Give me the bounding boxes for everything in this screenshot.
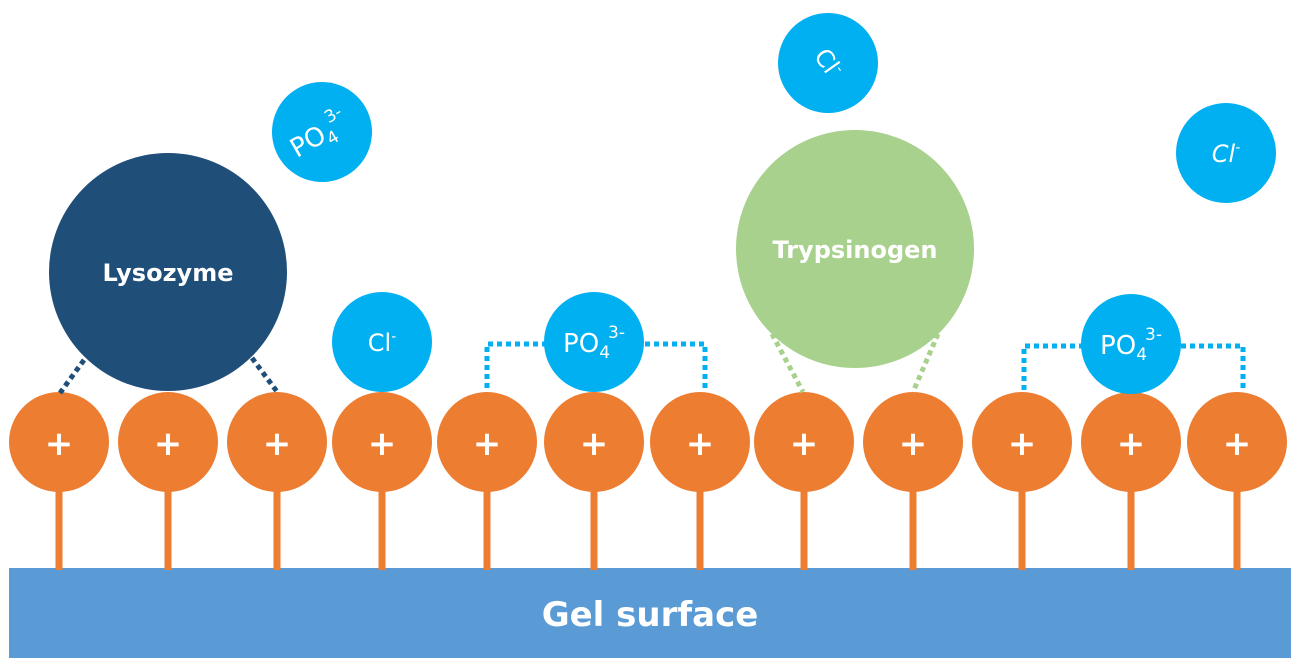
ion-cl-free-top: Cl-	[778, 13, 878, 113]
binding-line-trypsinogen-right	[910, 333, 941, 393]
ligand-10: +	[972, 392, 1072, 570]
ion-circle	[272, 82, 372, 182]
ligand-head	[544, 392, 644, 492]
ligand-stem	[590, 480, 598, 570]
positive-charge-icon: +	[1223, 424, 1252, 464]
ion-circle	[332, 292, 432, 392]
binding-line-lysozyme-left	[57, 358, 87, 395]
ion-label: PO43-	[1100, 325, 1162, 365]
ion-circle	[1176, 103, 1276, 203]
ligand-1: +	[9, 392, 109, 570]
ligand-stem	[909, 480, 917, 570]
positive-charge-icon: +	[1117, 424, 1146, 464]
positive-charge-icon: +	[790, 424, 819, 464]
positive-charge-icon: +	[1008, 424, 1037, 464]
ligand-head	[1081, 392, 1181, 492]
positive-charge-icon: +	[686, 424, 715, 464]
ion-label: Cl-	[1212, 140, 1241, 168]
ligand-2: +	[118, 392, 218, 570]
ligand-head	[863, 392, 963, 492]
ion-po4-free: PO43-	[272, 82, 372, 182]
positive-charge-icon: +	[473, 424, 502, 464]
ligand-stem	[483, 480, 491, 570]
trypsinogen-label: Trypsinogen	[772, 236, 937, 264]
binding-line-po4-1-right	[645, 341, 708, 392]
ligand-9: +	[863, 392, 963, 570]
ligand-3: +	[227, 392, 327, 570]
lysozyme-label: Lysozyme	[103, 259, 234, 287]
ion-circle	[544, 292, 644, 392]
positive-charge-icon: +	[899, 424, 928, 464]
binding-line-po4-1-left	[484, 341, 547, 392]
ligand-stem	[800, 480, 808, 570]
ligand-stem	[55, 480, 63, 570]
ligand-7: +	[650, 392, 750, 570]
ligand-head	[650, 392, 750, 492]
ligand-4: +	[332, 392, 432, 570]
positive-charge-icon: +	[45, 424, 74, 464]
ligand-head	[227, 392, 327, 492]
ligand-stem	[696, 480, 704, 570]
ligand-6: +	[544, 392, 644, 570]
ligand-stem	[164, 480, 172, 570]
ligand-12: +	[1187, 392, 1287, 570]
ligand-head	[437, 392, 537, 492]
binding-line-po4-2-right	[1181, 343, 1246, 392]
binding-line-po4-2-left	[1021, 343, 1084, 392]
ion-po4-bound-2: PO43-	[1081, 294, 1181, 394]
ligand-head	[1187, 392, 1287, 492]
positive-charge-icon: +	[154, 424, 183, 464]
positive-charge-icon: +	[263, 424, 292, 464]
protein-lysozyme: Lysozyme	[49, 153, 287, 391]
ligand-head	[9, 392, 109, 492]
ligand-stem	[1233, 480, 1241, 570]
ligand-head	[118, 392, 218, 492]
ligand-head	[754, 392, 854, 492]
positive-charge-icon: +	[580, 424, 609, 464]
ion-label: Cl-	[368, 329, 397, 357]
ion-circle	[1081, 294, 1181, 394]
ligand-stem	[273, 480, 281, 570]
lysozyme-circle	[49, 153, 287, 391]
ligand-head	[332, 392, 432, 492]
ion-circle	[778, 13, 878, 113]
ion-cl-bound: Cl-	[332, 292, 432, 392]
binding-line-lysozyme-right	[249, 356, 281, 395]
ligand-stem	[1127, 480, 1135, 570]
ion-po4-bound-1: PO43-	[544, 292, 644, 392]
binding-line-trypsinogen-left	[769, 332, 806, 394]
trypsinogen-circle	[736, 130, 974, 368]
ligand-8: +	[754, 392, 854, 570]
gel-surface-label: Gel surface	[542, 595, 759, 635]
ligand-head	[972, 392, 1072, 492]
gel-surface: Gel surface	[9, 568, 1291, 658]
ligand-group: + + + + + + + + + + + +	[9, 392, 1287, 570]
ligand-11: +	[1081, 392, 1181, 570]
ion-label: PO43-	[563, 323, 625, 363]
positive-charge-icon: +	[368, 424, 397, 464]
protein-trypsinogen: Trypsinogen	[736, 130, 974, 368]
gel-surface-bar	[9, 568, 1291, 658]
ligand-stem	[378, 480, 386, 570]
ion-cl-free-right: Cl-	[1176, 103, 1276, 203]
ligand-stem	[1018, 480, 1026, 570]
ligand-5: +	[437, 392, 537, 570]
binding-lines	[57, 332, 1246, 395]
